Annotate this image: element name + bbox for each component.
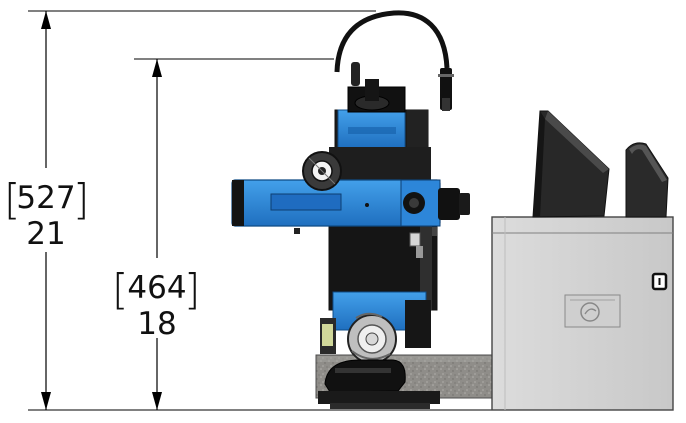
optical-head xyxy=(231,179,470,227)
head-height-bracket-open: [ xyxy=(112,265,128,314)
overall-height-bracket-open: [ xyxy=(4,175,20,224)
overall-height-imperial: 21 xyxy=(26,216,65,252)
head-height-imperial: 18 xyxy=(137,306,176,342)
overall-height-metric: 527 xyxy=(16,180,75,216)
overall-height-bracket-close: ] xyxy=(73,175,89,224)
focus-knob-upper xyxy=(302,151,342,191)
head-height-metric: 464 xyxy=(127,270,186,306)
head-height-bracket-close: ] xyxy=(184,265,200,314)
monitor xyxy=(532,110,610,218)
controller-box xyxy=(491,216,674,411)
dimension-overall-height xyxy=(28,10,493,411)
joystick-controller xyxy=(625,142,669,218)
dimension-head-height xyxy=(134,58,334,410)
base-foot xyxy=(318,359,440,409)
focus-knob-lower xyxy=(347,312,397,364)
stage-assembly xyxy=(320,291,431,354)
lamp-arm xyxy=(334,10,454,111)
logo-icon xyxy=(580,302,600,322)
side-controls xyxy=(294,227,437,258)
